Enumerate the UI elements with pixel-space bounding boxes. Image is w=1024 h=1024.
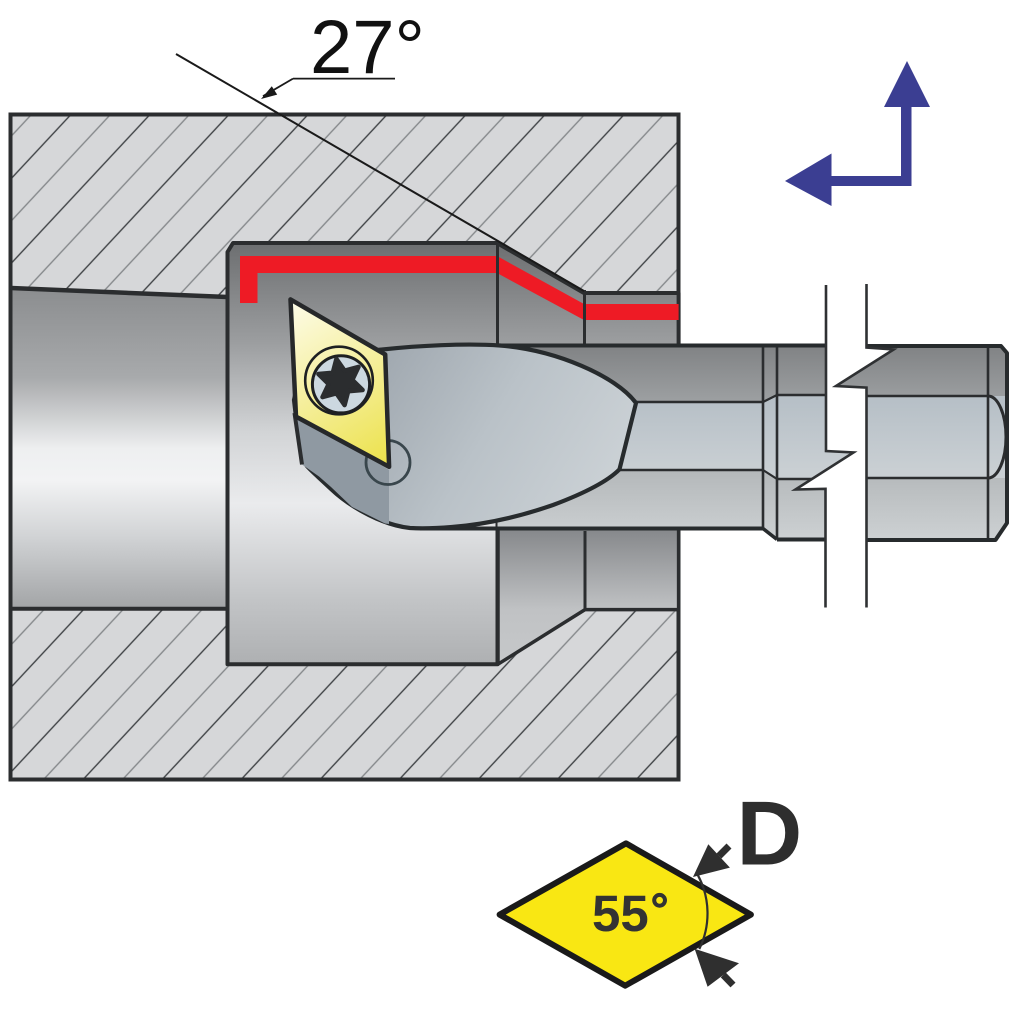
svg-text:55: 55: [592, 885, 649, 942]
svg-text:D: D: [737, 784, 803, 885]
svg-text:27°: 27°: [310, 5, 425, 90]
